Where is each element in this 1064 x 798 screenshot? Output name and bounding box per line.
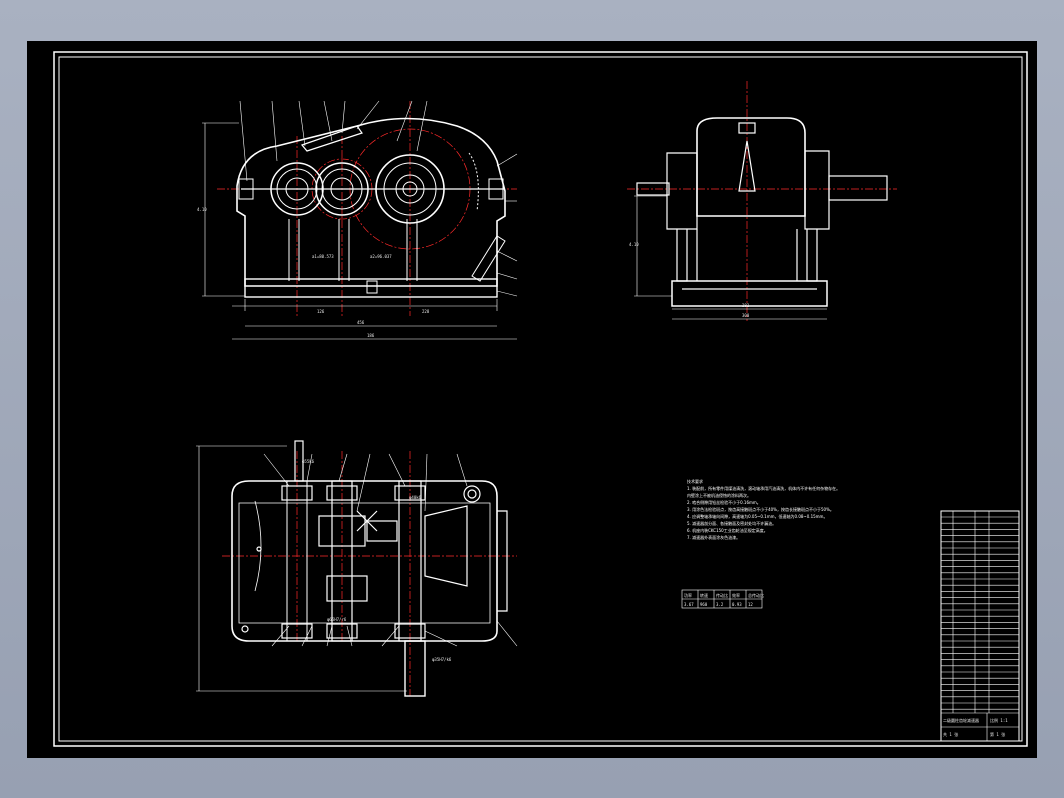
notes-line-4: 3. 用涂色法检验斑点，按齿高接触斑点不小于40%，按齿长接触斑点不小于50%。 bbox=[687, 506, 834, 512]
fit-label-3: φ65H7/r6 bbox=[327, 617, 347, 622]
top-view-labels: φ55k6 φ40k6 φ65H7/r6 φ35H7/k6 bbox=[302, 459, 452, 662]
notes-line-2: 内壁涂上不被机油侵蚀的涂料两次。 bbox=[687, 492, 751, 498]
parts-list bbox=[940, 510, 1020, 742]
notes-line-7: 6. 机座内装CKC150工业齿轮油至规定高度。 bbox=[687, 527, 768, 533]
title-block-text: 二级圆柱齿轮减速器 比例 1:1 共 1 张 第 1 张 bbox=[943, 717, 1008, 737]
front-view-dims: a1=80.573 a2=96.037 456 126 228 186 4.10 bbox=[197, 207, 430, 338]
notes-title: 技术要求 bbox=[687, 478, 703, 484]
inner-frame bbox=[58, 56, 1023, 742]
notes-line-3: 2. 啮合侧隙用铅丝检验不小于0.16mm。 bbox=[687, 499, 761, 505]
drawing-canvas[interactable]: a1=80.573 a2=96.037 456 126 228 186 4.10… bbox=[27, 41, 1037, 758]
notes-line-8: 7. 减速器外表面涂灰色油漆。 bbox=[687, 534, 740, 540]
fit-label-4: φ35H7/k6 bbox=[432, 657, 452, 662]
spec-header-0: 功率 bbox=[684, 592, 692, 598]
outer-frame bbox=[53, 51, 1028, 747]
spec-header-2: 传动比 bbox=[716, 592, 728, 598]
top-view[interactable] bbox=[196, 440, 518, 697]
spec-table bbox=[681, 589, 763, 609]
spec-header-4: 总传动比 bbox=[748, 592, 764, 598]
front-view[interactable] bbox=[202, 100, 518, 340]
spec-value-0: 3.67 bbox=[684, 602, 694, 607]
side-view-dims: 282 300 4.10 bbox=[629, 242, 750, 318]
fit-label-1: φ55k6 bbox=[302, 459, 315, 464]
spec-value-2: 3.2 bbox=[716, 602, 724, 607]
technical-notes: 技术要求 1. 装配前，所有零件用煤油清洗，滚动轴承用汽油清洗，机体内不许有任何… bbox=[687, 478, 840, 540]
spec-header-3: 效率 bbox=[732, 592, 740, 598]
spec-table-text: 功率 转速 传动比 效率 总传动比 3.67 960 3.2 0.93 12 bbox=[684, 592, 764, 607]
title-block-name: 二级圆柱齿轮减速器 bbox=[943, 717, 979, 723]
title-block-sheets: 共 1 张 bbox=[943, 731, 958, 737]
spec-value-4: 12 bbox=[748, 602, 753, 607]
notes-line-1: 1. 装配前，所有零件用煤油清洗，滚动轴承用汽油清洗，机体内不许有任何杂物存在。 bbox=[687, 485, 840, 491]
dim-total: 456 bbox=[357, 320, 365, 325]
dim-right: 228 bbox=[422, 309, 430, 314]
dim-a2: a2=96.037 bbox=[370, 254, 392, 259]
spec-header-1: 转速 bbox=[700, 592, 708, 598]
dim-left: 126 bbox=[317, 309, 325, 314]
cad-drawing: a1=80.573 a2=96.037 456 126 228 186 4.10… bbox=[53, 51, 1028, 747]
dim-base: 186 bbox=[367, 333, 375, 338]
dim-height: 4.10 bbox=[197, 207, 207, 212]
fit-label-2: φ40k6 bbox=[409, 495, 422, 500]
spec-value-1: 960 bbox=[700, 602, 708, 607]
side-dim-h: 4.10 bbox=[629, 242, 639, 247]
side-dim-a: 282 bbox=[742, 303, 750, 308]
dim-a1: a1=80.573 bbox=[312, 254, 334, 259]
side-dim-b: 300 bbox=[742, 313, 750, 318]
title-block-scale: 比例 1:1 bbox=[990, 717, 1008, 723]
side-view[interactable] bbox=[627, 81, 897, 321]
notes-line-5: 4. 应调整轴承轴向间隙，高速轴为0.05~0.1mm，低速轴为0.08~0.1… bbox=[687, 513, 827, 519]
notes-line-6: 5. 减速器剖分面、各接触面及密封处均不许漏油。 bbox=[687, 520, 776, 526]
spec-value-3: 0.93 bbox=[732, 602, 742, 607]
title-block-sheet: 第 1 张 bbox=[990, 731, 1005, 737]
